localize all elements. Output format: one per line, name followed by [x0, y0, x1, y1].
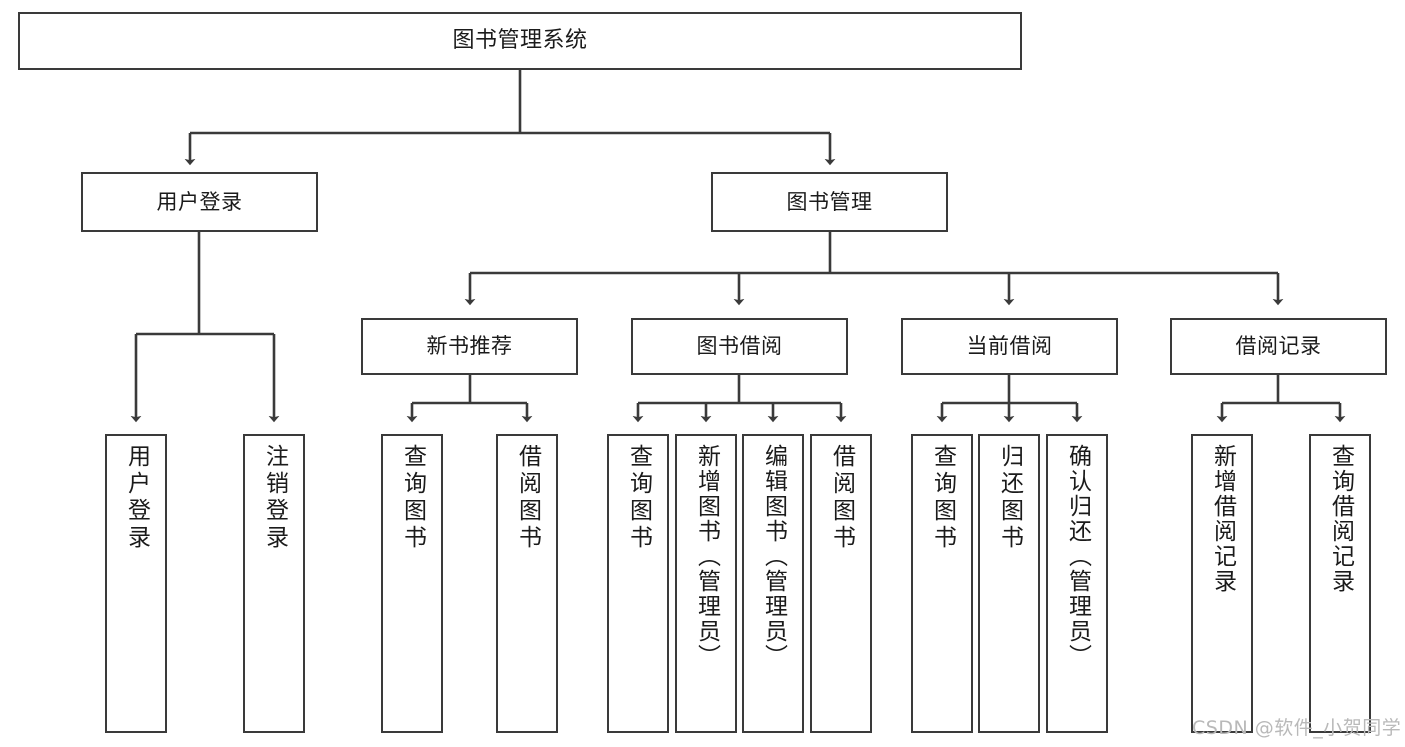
node-leaf-user-login[interactable]: 用户登录 — [105, 434, 167, 733]
node-label: 图书管理系统 — [452, 28, 588, 54]
node-label: 用户登录 — [123, 444, 150, 552]
node-label: 查询借阅记录 — [1327, 444, 1354, 594]
node-label: 借阅图书 — [828, 444, 855, 552]
node-label: 查询图书 — [625, 444, 652, 552]
node-book-management-system[interactable]: 图书管理系统 — [18, 12, 1022, 70]
node-label: 归还图书 — [996, 444, 1023, 552]
node-label: 新增借阅记录 — [1209, 444, 1236, 594]
node-label: 图书管理 — [786, 189, 873, 214]
node-leaf-query-book-recommend[interactable]: 查询图书 — [381, 434, 443, 733]
node-label: 编辑图书（管理员） — [760, 444, 787, 669]
node-leaf-borrow-book[interactable]: 借阅图书 — [810, 434, 872, 733]
node-leaf-query-book-borrow[interactable]: 查询图书 — [607, 434, 669, 733]
node-label: 新增图书（管理员） — [693, 444, 720, 669]
node-label: 查询图书 — [399, 444, 426, 552]
node-new-book-recommend[interactable]: 新书推荐 — [361, 318, 578, 375]
node-label: 借阅记录 — [1235, 334, 1322, 359]
node-label: 用户登录 — [156, 189, 243, 214]
node-label: 确认归还（管理员） — [1064, 444, 1091, 669]
csdn-watermark: CSDN @软件_小贺同学 — [1192, 717, 1402, 739]
node-book-borrow[interactable]: 图书借阅 — [631, 318, 848, 375]
node-leaf-edit-book-admin[interactable]: 编辑图书（管理员） — [742, 434, 804, 733]
node-borrow-record[interactable]: 借阅记录 — [1170, 318, 1387, 375]
node-leaf-return-book[interactable]: 归还图书 — [978, 434, 1040, 733]
node-leaf-add-book-admin[interactable]: 新增图书（管理员） — [675, 434, 737, 733]
node-book-management[interactable]: 图书管理 — [711, 172, 948, 232]
node-leaf-query-book-current[interactable]: 查询图书 — [911, 434, 973, 733]
node-leaf-logout[interactable]: 注销登录 — [243, 434, 305, 733]
node-label: 新书推荐 — [426, 334, 513, 359]
node-label: 注销登录 — [261, 444, 288, 552]
node-leaf-borrow-book-recommend[interactable]: 借阅图书 — [496, 434, 558, 733]
node-leaf-confirm-return-admin[interactable]: 确认归还（管理员） — [1046, 434, 1108, 733]
node-current-borrow[interactable]: 当前借阅 — [901, 318, 1118, 375]
node-label: 查询图书 — [929, 444, 956, 552]
node-leaf-add-borrow-record[interactable]: 新增借阅记录 — [1191, 434, 1253, 733]
node-user-login[interactable]: 用户登录 — [81, 172, 318, 232]
node-leaf-query-borrow-record[interactable]: 查询借阅记录 — [1309, 434, 1371, 733]
node-label: 当前借阅 — [966, 334, 1053, 359]
node-label: 图书借阅 — [696, 334, 783, 359]
node-label: 借阅图书 — [514, 444, 541, 552]
